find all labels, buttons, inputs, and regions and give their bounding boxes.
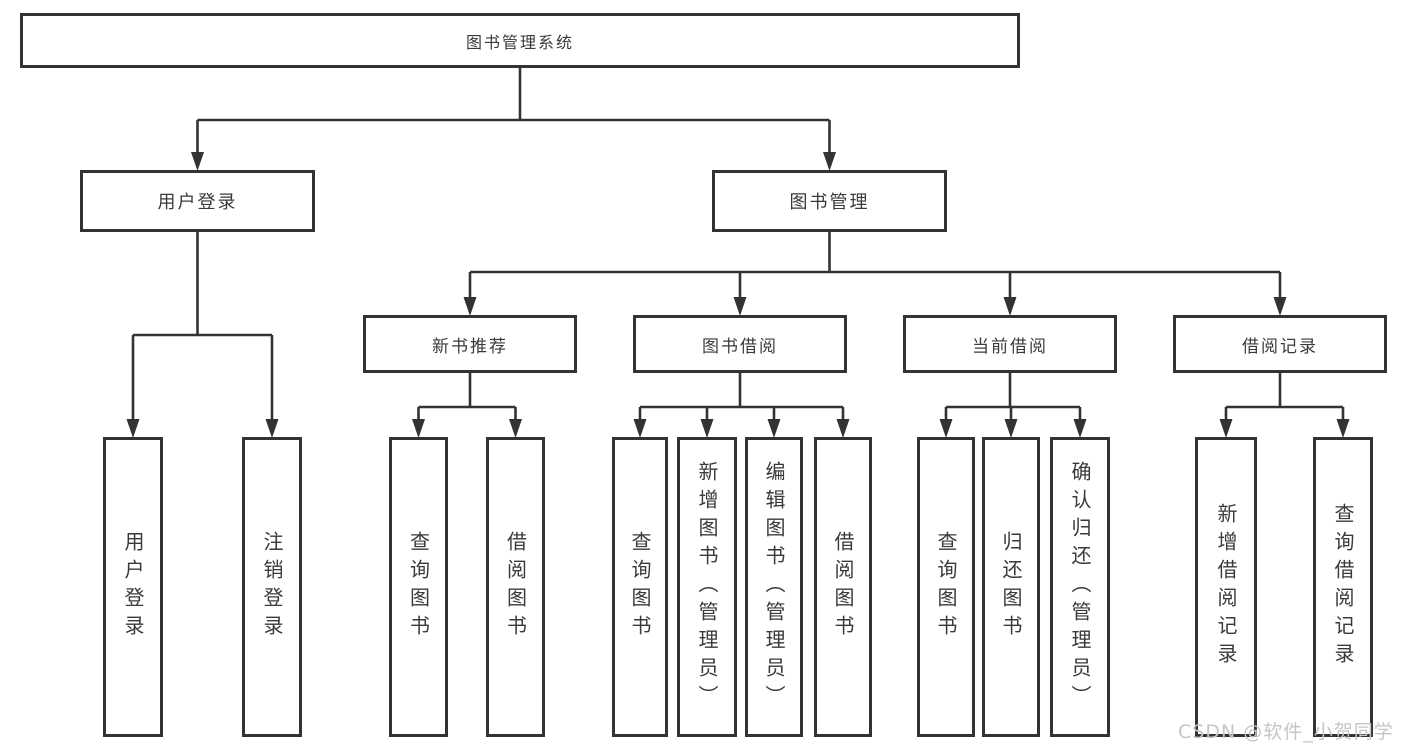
leaf-return-books-label: 归还图书: [999, 531, 1023, 643]
leaf-query-books-recommend: 查询图书: [389, 437, 448, 737]
leaf-return-books: 归还图书: [982, 437, 1040, 737]
leaf-query-books-recommend-label: 查询图书: [406, 531, 431, 643]
node-book-management-label: 图书管理: [789, 192, 870, 213]
leaf-borrow-books-label: 借阅图书: [831, 531, 855, 643]
leaf-borrow-books: 借阅图书: [814, 437, 872, 737]
leaf-confirm-return-admin-label: 确认归还（管理员）: [1068, 461, 1092, 713]
leaf-user-login: 用户登录: [103, 437, 163, 737]
node-current-borrow-label: 当前借阅: [972, 336, 1048, 357]
node-new-book-recommend: 新书推荐: [363, 315, 577, 373]
node-book-borrow: 图书借阅: [633, 315, 847, 373]
leaf-edit-books-admin-label: 编辑图书（管理员）: [762, 461, 786, 713]
node-current-borrow: 当前借阅: [903, 315, 1117, 373]
leaf-add-books-admin: 新增图书（管理员）: [677, 437, 737, 737]
node-book-borrow-label: 图书借阅: [702, 336, 778, 357]
leaf-borrow-books-recommend: 借阅图书: [486, 437, 545, 737]
node-user-login: 用户登录: [80, 170, 315, 232]
node-root: 图书管理系统: [20, 13, 1020, 68]
leaf-logout: 注销登录: [242, 437, 302, 737]
leaf-user-login-label: 用户登录: [121, 531, 145, 643]
leaf-add-borrow-record-label: 新增借阅记录: [1214, 503, 1238, 671]
leaf-query-books-borrow-label: 查询图书: [628, 531, 652, 643]
leaf-add-borrow-record: 新增借阅记录: [1195, 437, 1257, 737]
leaf-confirm-return-admin: 确认归还（管理员）: [1050, 437, 1110, 737]
leaf-query-books-current-label: 查询图书: [934, 531, 958, 643]
leaf-edit-books-admin: 编辑图书（管理员）: [745, 437, 803, 737]
node-book-management: 图书管理: [712, 170, 947, 232]
leaf-query-books-borrow: 查询图书: [612, 437, 668, 737]
node-borrow-records-label: 借阅记录: [1242, 336, 1318, 357]
csdn-watermark: CSDN @软件_小贺同学: [1178, 721, 1394, 743]
leaf-add-books-admin-label: 新增图书（管理员）: [695, 461, 719, 713]
node-borrow-records: 借阅记录: [1173, 315, 1387, 373]
connector-path: [131, 68, 1345, 420]
leaf-borrow-books-recommend-label: 借阅图书: [503, 531, 528, 643]
leaf-query-borrow-record: 查询借阅记录: [1313, 437, 1373, 737]
leaf-query-borrow-record-label: 查询借阅记录: [1331, 503, 1355, 671]
connector-arrowheads: [126, 152, 1350, 438]
node-root-label: 图书管理系统: [465, 32, 574, 52]
node-new-book-recommend-label: 新书推荐: [432, 336, 508, 357]
leaf-query-books-current: 查询图书: [917, 437, 975, 737]
leaf-logout-label: 注销登录: [260, 531, 284, 643]
node-user-login-label: 用户登录: [157, 192, 238, 213]
